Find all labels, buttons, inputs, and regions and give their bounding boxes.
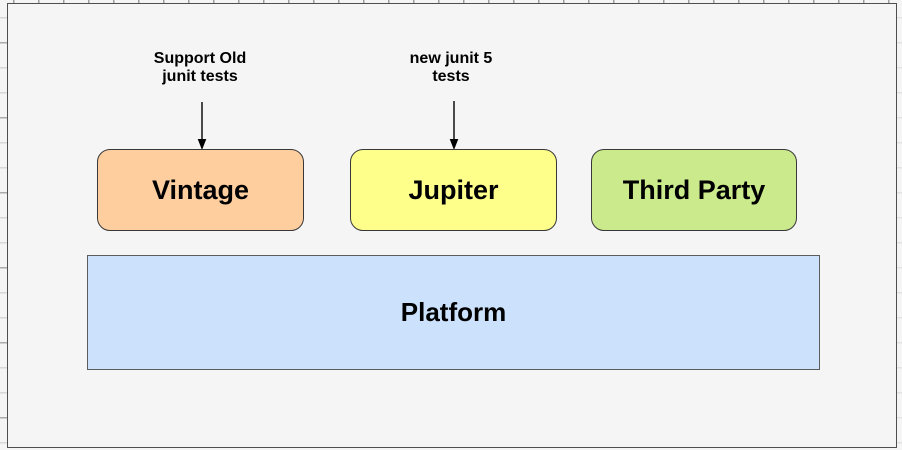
node-vintage[interactable]: Vintage xyxy=(97,149,304,231)
node-third-party[interactable]: Third Party xyxy=(591,149,797,231)
annotation-line: Support Old xyxy=(153,50,247,67)
annotation-line: junit tests xyxy=(162,68,238,85)
annotation-support-old-junit-tests[interactable]: Support Old junit tests xyxy=(100,50,300,86)
arrow-head xyxy=(197,139,207,150)
grid-ticks-right xyxy=(897,0,902,450)
down-arrow-icon[interactable] xyxy=(446,101,462,151)
node-label-jupiter: Jupiter xyxy=(408,174,499,205)
annotation-line: tests xyxy=(432,68,470,85)
annotation-line: new junit 5 xyxy=(409,50,493,67)
page-boundary xyxy=(7,3,897,448)
node-platform[interactable]: Platform xyxy=(87,255,820,370)
arrow-head xyxy=(449,139,459,150)
node-jupiter[interactable]: Jupiter xyxy=(350,149,557,231)
node-label-platform: Platform xyxy=(400,297,507,327)
node-label-third-party: Third Party xyxy=(622,174,766,205)
annotation-new-junit5-tests[interactable]: new junit 5 tests xyxy=(351,50,551,86)
down-arrow-icon[interactable] xyxy=(194,102,210,151)
node-label-vintage: Vintage xyxy=(151,174,250,205)
grid-ticks-left xyxy=(0,0,7,450)
